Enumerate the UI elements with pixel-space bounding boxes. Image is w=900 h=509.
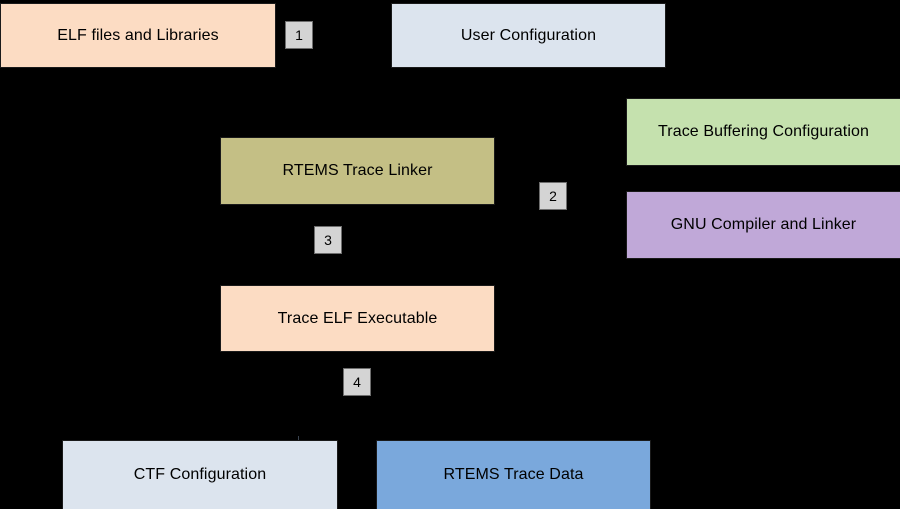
step-badge-1: 1 [285,21,313,49]
step-badge-2: 2 [539,182,567,210]
edge-to-rtems-trace-data [513,418,514,440]
edge-user-to-linker [528,68,529,171]
node-user-configuration[interactable]: User Configuration [391,3,666,68]
edge-user-to-linker-horizontal [495,171,529,172]
step-badge-4: 4 [343,368,371,396]
node-ctf-configuration[interactable]: CTF Configuration [62,440,338,509]
edge-buffering-to-linker [560,132,626,133]
step-badge-3: 3 [314,226,342,254]
node-rtems-trace-data[interactable]: RTEMS Trace Data [376,440,651,509]
edge-outputs-split [200,418,514,419]
arrowhead-ctf-configuration [298,436,299,441]
edge-to-ctf-configuration [200,418,201,440]
edge-trace-elf-to-outputs [357,352,358,440]
node-rtems-trace-linker[interactable]: RTEMS Trace Linker [220,137,495,205]
node-trace-elf-executable[interactable]: Trace ELF Executable [220,285,495,352]
node-elf-files-and-libraries[interactable]: ELF files and Libraries [0,3,276,68]
node-gnu-compiler-and-linker[interactable]: GNU Compiler and Linker [626,191,900,259]
edge-elf-to-linker [137,68,138,137]
edge-gnu-to-linker [560,225,626,226]
node-trace-buffering-configuration[interactable]: Trace Buffering Configuration [626,98,900,166]
edge-linker-to-trace-elf [357,205,358,285]
